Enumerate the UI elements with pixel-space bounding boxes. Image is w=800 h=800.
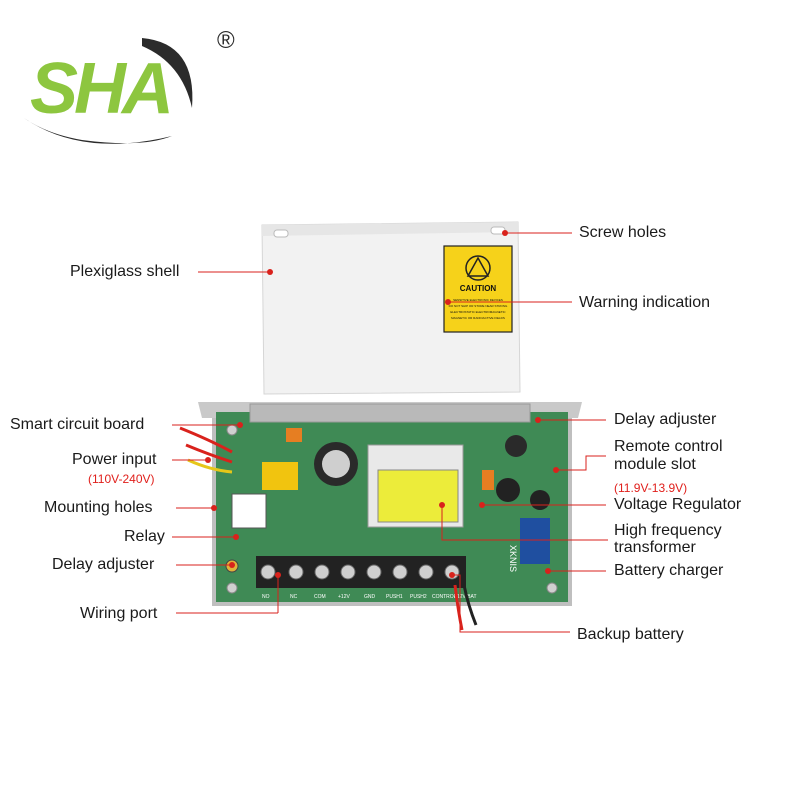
label-remote-control-line1: Remote control [614,438,723,455]
caution-line-1: SENSITIVE ELECTRONIC DEVICES [453,298,503,302]
terminal-label-8: CONTROL [432,594,457,600]
label-voltage-range: (11.9V-13.9V) [614,481,688,495]
label-battery-charger: Battery charger [614,562,724,579]
label-screw-holes: Screw holes [579,224,667,241]
terminal-label-5: GND [364,594,376,600]
label-remote-control-line2: module slot [614,456,696,473]
terminal-label-4: +12V [338,594,350,600]
wires [179,426,478,631]
logo-arc [142,38,193,108]
caution-line-2: DO NOT SHIP OR STORE NEAR STRONG [449,304,508,308]
logo-text: SHA [30,49,170,129]
label-mounting-holes: Mounting holes [44,499,153,516]
caution-line-3: ELECTROSTATIC ELECTROMAGNETIC [450,310,506,314]
label-smart-circuit-board: Smart circuit board [10,416,145,433]
terminal-label-6: PUSH1 [386,594,403,600]
label-wiring-port: Wiring port [80,605,158,622]
module-text: XKNIS [508,545,518,572]
caution-line-4: MAGNETIC OR RADIOACTIVE FIELDS [451,316,505,320]
label-plexiglass-shell: Plexiglass shell [70,263,180,280]
label-high-frequency-line2: transformer [614,539,696,556]
label-power-input-range: (110V-240V) [88,472,155,486]
caution-sticker: CAUTION SENSITIVE ELECTRONIC DEVICES DO … [443,245,513,333]
label-relay: Relay [124,528,165,545]
label-high-frequency-line1: High frequency [614,522,722,539]
terminal-label-1: NO [262,594,270,600]
terminal-label-3: COM [314,594,326,600]
callout-leaders [172,230,608,633]
terminal-label-7: PUSH2 [410,594,427,600]
label-warning-indication: Warning indication [579,294,711,311]
label-power-input: Power input [72,451,157,468]
sha-logo: SHA ® [24,27,235,144]
label-voltage-regulator: Voltage Regulator [614,496,742,513]
label-backup-battery: Backup battery [577,626,684,643]
circuit-board: XKNIS NO NC COM +12V GND PUSH1 PUSH2 CON… [216,403,568,602]
registered-mark: ® [217,27,235,54]
terminal-label-2: NC [290,594,298,600]
label-delay-adjuster-top: Delay adjuster [614,411,717,428]
caution-title: CAUTION [460,284,497,293]
label-delay-adjuster-left: Delay adjuster [52,556,155,573]
